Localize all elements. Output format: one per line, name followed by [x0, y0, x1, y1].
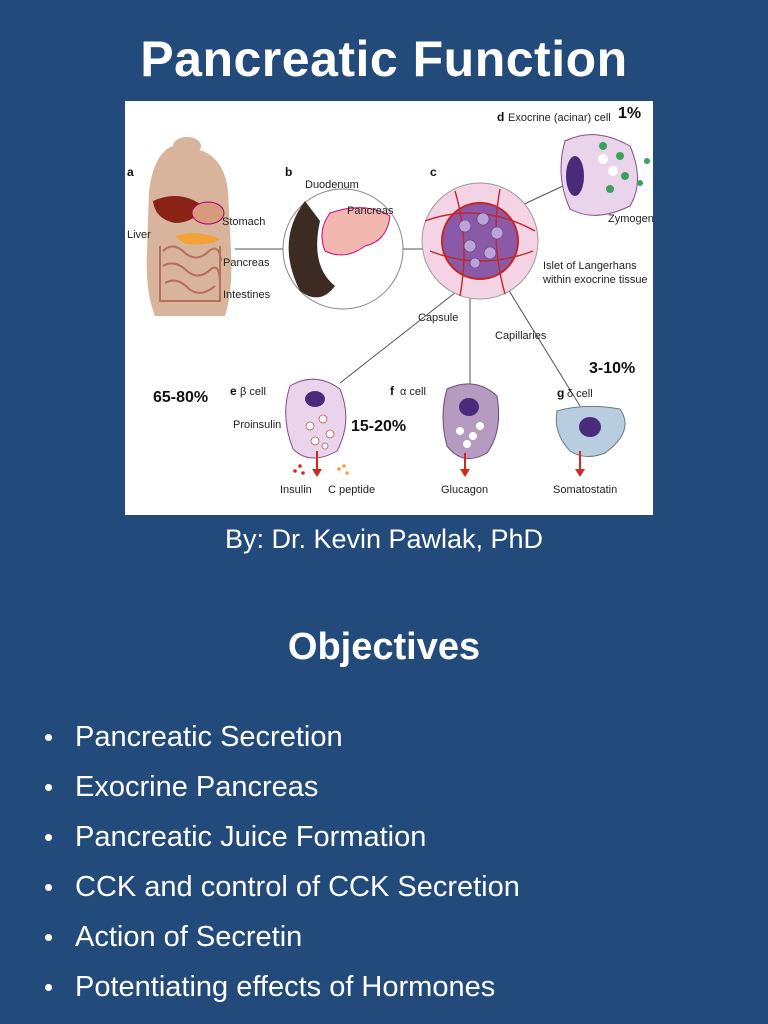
beta-percent: 65-80% — [153, 389, 208, 406]
panel-g-label: g — [557, 386, 564, 400]
objective-text: Exocrine Pancreas — [75, 771, 319, 803]
bullet-icon: • — [44, 872, 54, 902]
exocrine-cell-label: Exocrine (acinar) cell — [508, 112, 611, 124]
objective-item: • Action of Secretin — [44, 914, 520, 964]
panel-c-label: c — [430, 165, 437, 179]
panel-f-label: f — [390, 384, 395, 398]
alpha-percent: 15-20% — [351, 418, 406, 435]
delta-cell-label: δ cell — [567, 388, 593, 400]
insulin-label: Insulin — [280, 484, 312, 496]
panel-d-label: d — [497, 110, 504, 124]
glucagon-label: Glucagon — [441, 484, 488, 496]
objective-item: • Pancreatic Juice Formation — [44, 814, 520, 864]
objective-item: • Pancreatic Secretion — [44, 714, 520, 764]
zymogen-label: Zymogen — [608, 213, 653, 225]
liver-label: Liver — [127, 229, 151, 241]
capsule-label: Capsule — [418, 312, 458, 324]
torso-illustration — [146, 137, 232, 316]
stomach-label: Stomach — [222, 216, 265, 228]
somatostatin-label: Somatostatin — [553, 484, 617, 496]
panel-a-label: a — [127, 165, 134, 179]
islet-label-2: within exocrine tissue — [542, 274, 648, 286]
objective-item: • CCK and control of CCK Secretion — [44, 864, 520, 914]
objective-text: Pancreatic Juice Formation — [75, 821, 427, 853]
capillaries-label: Capillaries — [495, 330, 547, 342]
pancreas-label-a: Pancreas — [223, 257, 270, 269]
objectives-heading: Objectives — [287, 626, 481, 668]
pancreas-diagram: a Liver Stomach Pancreas Intestines b Du… — [125, 101, 653, 515]
objectives-list: • Pancreatic Secretion • Exocrine Pancreas… — [44, 714, 520, 1014]
objective-item: • Potentiating effects of Hormones — [44, 964, 520, 1014]
pancreas-diagram-svg: a Liver Stomach Pancreas Intestines b Du… — [127, 105, 653, 496]
intestines-label: Intestines — [223, 289, 271, 301]
objective-text: Pancreatic Secretion — [75, 721, 343, 753]
bullet-icon: • — [44, 822, 54, 852]
objective-text: CCK and control of CCK Secretion — [75, 871, 520, 903]
bullet-icon: • — [44, 772, 54, 802]
objective-text: Action of Secretin — [75, 921, 303, 953]
bullet-icon: • — [44, 722, 54, 752]
c-peptide-label: C peptide — [328, 484, 375, 496]
objective-item: • Exocrine Pancreas — [44, 764, 520, 814]
panel-b-label: b — [285, 165, 292, 179]
bullet-icon: • — [44, 922, 54, 952]
author-line: By: Dr. Kevin Pawlak, PhD — [224, 524, 544, 554]
islet-label: Islet of Langerhans — [543, 260, 637, 272]
duodenum-label: Duodenum — [305, 179, 359, 191]
bullet-icon: • — [44, 972, 54, 1002]
pancreas-label-b: Pancreas — [347, 205, 394, 217]
alpha-cell-label: α cell — [400, 386, 426, 398]
beta-cell-label: β cell — [240, 386, 266, 398]
slide-title: Pancreatic Function — [140, 31, 628, 87]
objective-text: Potentiating effects of Hormones — [75, 971, 496, 1003]
delta-percent: 3-10% — [589, 360, 635, 377]
panel-e-label: e — [230, 384, 237, 398]
proinsulin-label: Proinsulin — [233, 419, 281, 431]
exocrine-percent: 1% — [618, 105, 641, 122]
